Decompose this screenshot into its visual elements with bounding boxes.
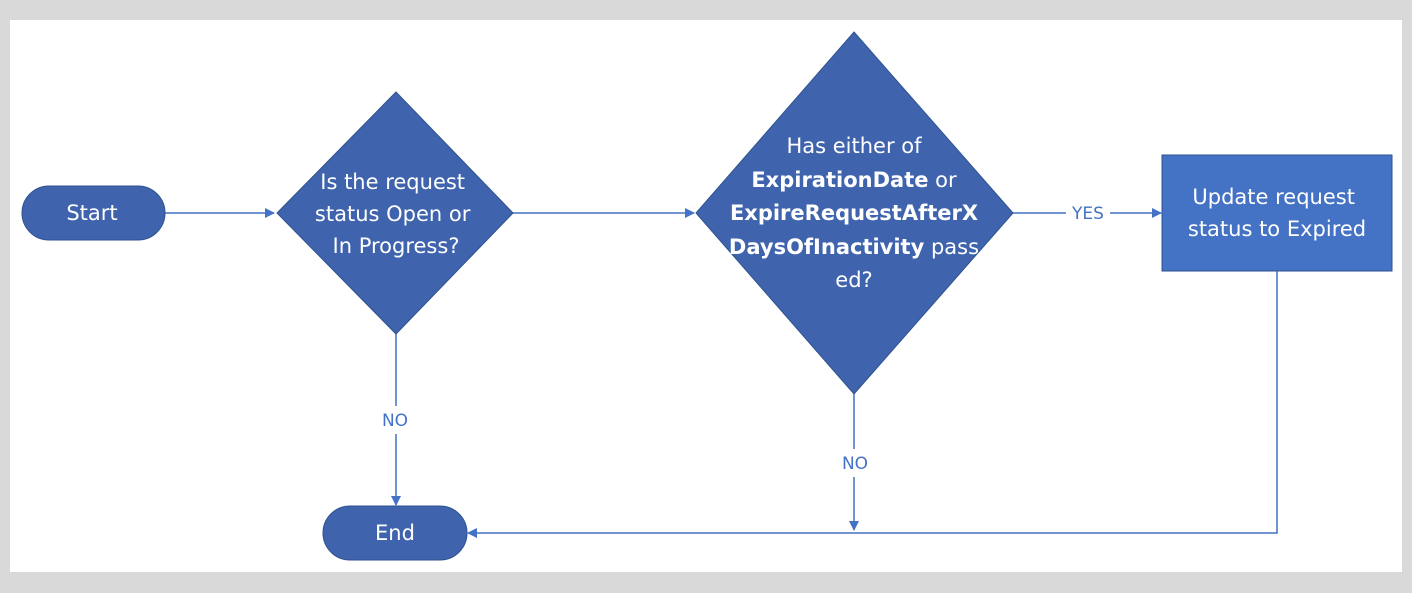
svg-text:ed?: ed?: [835, 268, 872, 292]
decision-expiration-passed: Has either of ExpirationDate or ExpireRe…: [695, 31, 1014, 395]
svg-text:Update request status to: Update request status to Expired: [1188, 185, 1366, 241]
decision1-line2: status Open or: [315, 202, 471, 226]
edge-label-no-1: NO: [382, 411, 408, 431]
svg-text:DaysOfInactivity pass: DaysOfInactivity pass: [729, 235, 979, 259]
edge-process-to-end: [467, 271, 1278, 538]
decision2-days-of-inactivity: DaysOfInactivity: [729, 235, 925, 259]
decision2-line5: ed?: [835, 268, 872, 292]
decision2-line4-rest: pass: [924, 235, 979, 259]
start-terminator: Start: [21, 185, 166, 241]
end-label: End: [375, 521, 415, 545]
decision2-line1: Has either of: [786, 134, 922, 158]
end-terminator: End: [322, 505, 468, 561]
decision1-line1: Is the request: [320, 170, 465, 194]
svg-text:ExpireRequestAfterX: ExpireRequestAfterX: [730, 201, 978, 225]
process-line2: status to Expired: [1188, 217, 1366, 241]
process-line1: Update request: [1192, 185, 1355, 209]
decision-request-status: Is the request status Open or In Progres…: [276, 91, 514, 335]
svg-text:Is the request status Op: Is the request status Open or In Progres…: [315, 170, 477, 258]
decision2-line2-rest: or: [928, 168, 957, 192]
svg-text:Has either of: Has either of: [786, 134, 922, 158]
process-update-status: Update request status to Expired: [1161, 154, 1393, 272]
decision2-expiration-date: ExpirationDate: [751, 168, 928, 192]
svg-text:ExpirationDate or: ExpirationDate or: [751, 168, 957, 192]
edge-label-yes: YES: [1071, 204, 1104, 224]
start-label: Start: [66, 201, 117, 225]
decision2-expire-request-after: ExpireRequestAfterX: [730, 201, 978, 225]
flowchart-canvas: [10, 20, 1402, 572]
edge-label-no-2: NO: [842, 454, 868, 474]
decision1-line3: In Progress?: [333, 234, 460, 258]
